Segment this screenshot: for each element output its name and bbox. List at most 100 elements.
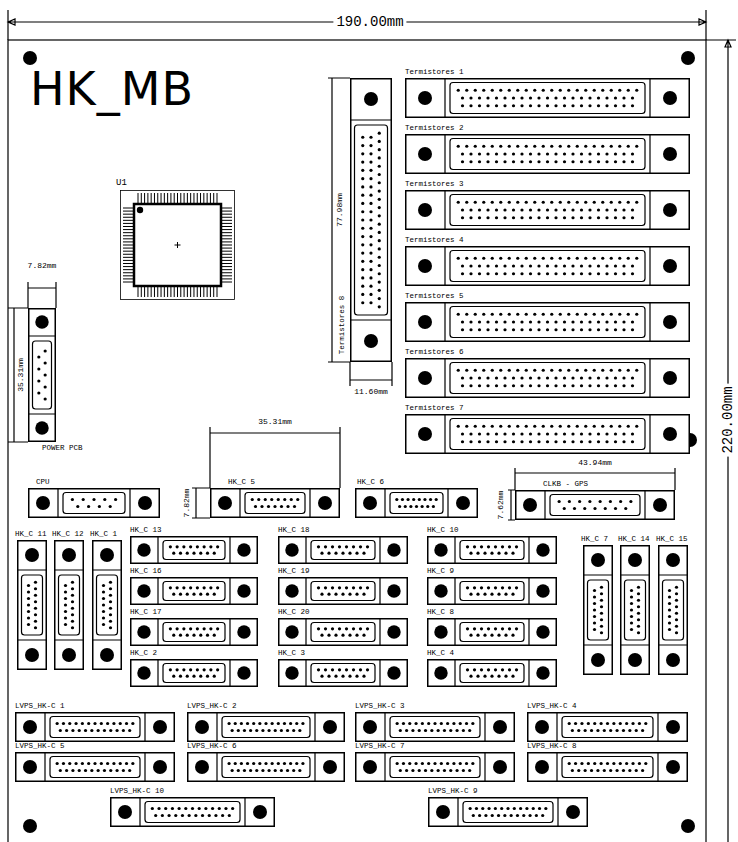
pin-pad (588, 384, 591, 387)
dsub-footprint (428, 618, 557, 646)
pin-pad (198, 807, 201, 810)
pin-pad (469, 440, 472, 443)
mounting-hole (681, 51, 695, 65)
pin-pad (295, 722, 298, 725)
pin-pad (635, 201, 638, 204)
pin-pad (603, 769, 606, 772)
pin-pad (369, 185, 372, 188)
pin-pad (71, 594, 74, 597)
connector: HK_C 9 (427, 577, 557, 605)
pin-pad (34, 626, 37, 629)
pin-pad (512, 264, 515, 267)
pin-pad (495, 152, 498, 155)
pin-pad (64, 584, 67, 587)
pin-pad (515, 627, 518, 630)
reference-label: Termistores 4 (405, 237, 464, 245)
pin-pad (461, 272, 464, 275)
pin-pad (635, 369, 638, 372)
pin-pad (280, 769, 283, 772)
pin-pad (469, 264, 472, 267)
mounting-hole (434, 584, 447, 597)
pin-pad (619, 500, 622, 503)
pin-pad (401, 498, 404, 501)
pin-pad (378, 223, 381, 226)
pin-pad (361, 202, 364, 205)
pin-pad (361, 218, 364, 221)
reference-label: LVPS_HK-C 3 (355, 703, 405, 711)
connector-divider (620, 575, 650, 645)
pin-pad (637, 618, 640, 621)
pin-pad (102, 590, 105, 593)
pin-pad (588, 208, 591, 211)
pin-pad (511, 634, 514, 637)
pin-pad (487, 545, 490, 548)
connector-shell (625, 580, 646, 640)
pin-pad (71, 613, 74, 616)
pin-pad (474, 257, 477, 260)
pin-pad (529, 328, 532, 331)
pin-pad (644, 722, 647, 725)
connector-divider (385, 488, 448, 518)
footprint-art (17, 540, 47, 670)
pin-pad (74, 722, 77, 725)
pin-pad (64, 597, 67, 600)
dimension-label: 220.00mm (721, 383, 735, 456)
pin-pad (606, 722, 609, 725)
pin-pad (182, 586, 185, 589)
pin-pad (427, 722, 430, 725)
pin-pad (588, 320, 591, 323)
pin-pad (501, 627, 504, 630)
pin-pad (469, 807, 472, 810)
pin-pad (409, 505, 412, 508)
pin-pad (471, 762, 474, 765)
pin-pad (593, 595, 596, 598)
pin-pad (615, 769, 618, 772)
pin-pad (331, 668, 334, 671)
pin-pad (478, 320, 481, 323)
pin-pad (568, 762, 571, 765)
pin-pad (599, 500, 602, 503)
pin-pad (478, 384, 481, 387)
pin-pad (537, 272, 540, 275)
pin-pad (128, 769, 131, 772)
pin-pad (469, 376, 472, 379)
pin-pad (554, 440, 557, 443)
connector-divider (445, 190, 650, 230)
pin-pad (637, 586, 640, 589)
pin-pad (537, 384, 540, 387)
pin-pad (631, 762, 634, 765)
pin-pad (378, 272, 381, 275)
pin-pad (366, 627, 369, 630)
pin-pad (512, 96, 515, 99)
pin-pad (614, 376, 617, 379)
pin-pad (529, 376, 532, 379)
pin-pad (503, 104, 506, 107)
connector: LVPS_HK-C 3 (355, 712, 515, 742)
pin-pad (257, 498, 260, 501)
pin-pad (34, 600, 37, 603)
pin-pad (573, 507, 576, 510)
pin-pad (482, 257, 485, 260)
pin-pad (622, 208, 625, 211)
pin-pad (605, 216, 608, 219)
pin-pad (334, 593, 337, 596)
pin-pad (402, 722, 405, 725)
pin-pad (630, 595, 633, 598)
mounting-hole (434, 625, 447, 638)
pin-pad (631, 216, 634, 219)
pin-pad (605, 272, 608, 275)
pin-pad (446, 762, 449, 765)
mounting-hole (666, 653, 680, 667)
dsub-footprint (211, 488, 340, 518)
connector-shell (460, 541, 524, 560)
connector: HK_C 2 (130, 659, 258, 687)
footprint-art (515, 490, 675, 520)
pin-pad (668, 602, 671, 605)
pin-pad (593, 257, 596, 260)
pin-pad (550, 201, 553, 204)
pin-pad (541, 814, 544, 817)
mounting-hole (591, 653, 605, 667)
pin-pad (355, 593, 358, 596)
pin-pad (484, 814, 487, 817)
dsub-footprint (29, 488, 160, 518)
